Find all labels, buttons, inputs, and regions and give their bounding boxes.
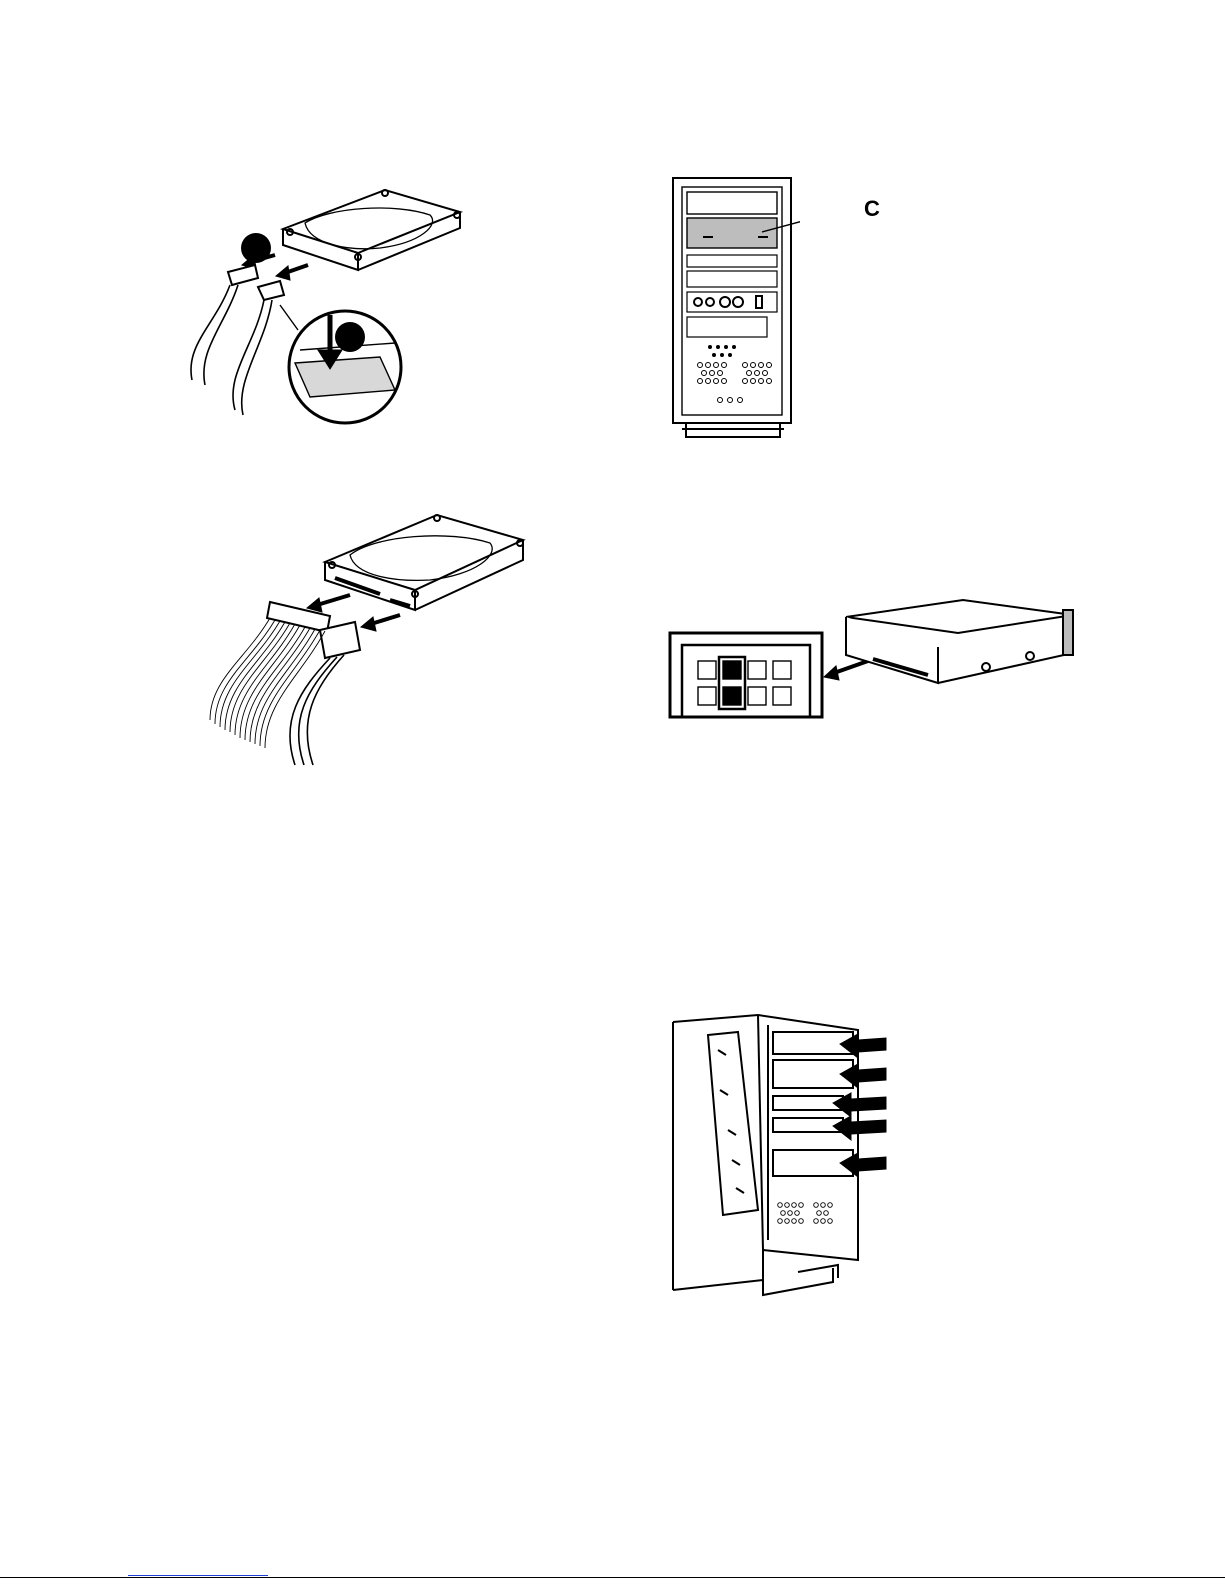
footer-rule xyxy=(0,1577,1225,1578)
callout-2-marker xyxy=(335,322,365,352)
sata-hdd-cable-removal-figure xyxy=(180,185,470,425)
optical-drive-bay-front-figure xyxy=(670,175,800,445)
footer-link-underline[interactable] xyxy=(128,1575,268,1576)
bay-arrow-4 xyxy=(833,1116,886,1140)
callout-c-label: C xyxy=(864,198,880,220)
bay-arrow-5 xyxy=(840,1153,886,1177)
bay-arrow-2 xyxy=(840,1064,886,1088)
ide-hdd-cable-removal-figure xyxy=(205,510,540,770)
optical-drive-jumper-slide-out-figure xyxy=(668,595,1078,720)
chassis-bay-arrows-figure xyxy=(668,1010,888,1315)
